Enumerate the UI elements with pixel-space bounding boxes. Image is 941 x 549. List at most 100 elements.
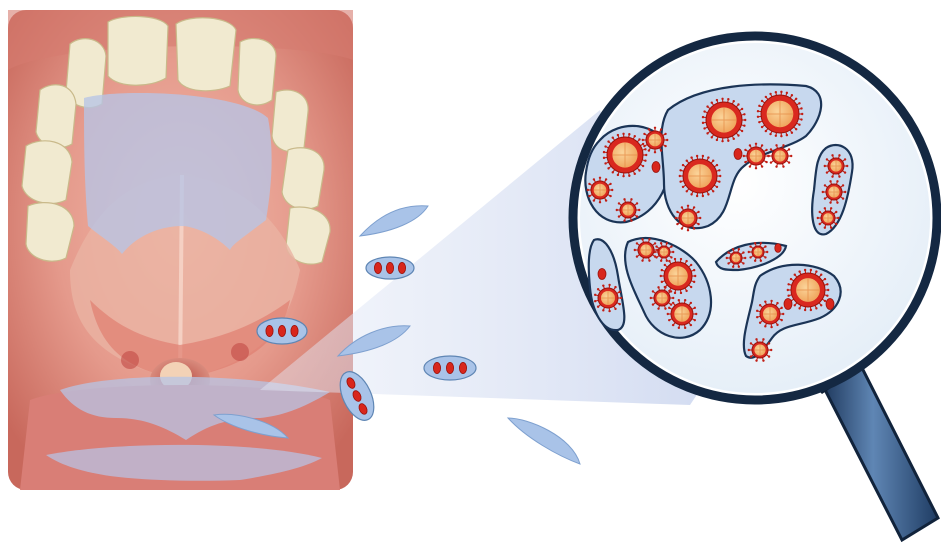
spike-tip: [599, 201, 601, 203]
spike-tip: [679, 180, 681, 182]
spike-tip: [604, 145, 606, 147]
spike-tip: [743, 113, 745, 115]
spike-tip: [757, 110, 759, 112]
spike-tip: [770, 300, 772, 302]
spike-tip: [826, 283, 828, 285]
spike-tip: [800, 107, 802, 109]
spike-tip: [664, 145, 666, 147]
spike-tip: [702, 195, 704, 197]
spike-tip: [666, 139, 668, 141]
spike-tip: [835, 223, 837, 225]
spike-tip: [670, 303, 672, 305]
spike-tip: [755, 167, 757, 169]
spike-tip: [732, 266, 734, 268]
spike-tip: [597, 288, 599, 290]
spike-tip: [761, 100, 763, 102]
spike-tip: [623, 219, 625, 221]
right-tonsil-spot: [231, 343, 249, 361]
spike-tip: [820, 304, 822, 306]
spike-tip: [666, 242, 668, 244]
spike-tip: [607, 167, 609, 169]
spike-tip: [702, 122, 704, 124]
spike-tip: [754, 260, 756, 262]
spike-tip: [786, 92, 788, 94]
spike-tip: [612, 136, 614, 138]
spike-tip: [682, 186, 684, 188]
spike-tip: [697, 223, 699, 225]
spike-tip: [826, 158, 828, 160]
spike-tip: [628, 133, 630, 135]
spike-tip: [743, 125, 745, 127]
spike-tip: [660, 242, 662, 244]
spike-tip: [712, 190, 714, 192]
spike-tip: [612, 171, 614, 173]
spike-tip: [670, 290, 672, 292]
spike-tip: [824, 300, 826, 302]
spike-tip: [817, 217, 819, 219]
spike-tip: [787, 283, 789, 285]
spike-tip: [749, 165, 751, 167]
spike-tip: [616, 209, 618, 211]
spike-tip: [630, 198, 632, 200]
spike-tip: [744, 119, 746, 121]
spike-tip: [641, 238, 643, 240]
spike-tip: [593, 178, 595, 180]
spike-tip: [660, 128, 662, 130]
spike-tip: [588, 183, 590, 185]
spike-tip: [770, 148, 772, 150]
spike-tip: [678, 327, 680, 329]
spike-tip: [628, 175, 630, 177]
spike-tip: [697, 211, 699, 213]
spike-tip: [654, 251, 656, 253]
spike-tip: [716, 99, 718, 101]
spike-tip: [699, 217, 701, 219]
spike-tip: [782, 144, 784, 146]
oral-cavity-illustration: [8, 10, 353, 490]
spike-tip: [844, 171, 846, 173]
spike-tip: [800, 118, 802, 120]
spike-tip: [685, 290, 687, 292]
spike-tip: [611, 189, 613, 191]
spike-tip: [819, 223, 821, 225]
spike-tip: [660, 149, 662, 151]
spike-tip: [824, 227, 826, 229]
spike-tip: [737, 134, 739, 136]
spike-tip: [607, 140, 609, 142]
spike-tip: [643, 133, 645, 135]
spike-tip: [690, 156, 692, 158]
spike-tip: [643, 145, 645, 147]
spike-tip: [602, 284, 604, 286]
spike-tip: [824, 207, 826, 209]
spike-tip: [695, 313, 697, 315]
spike-tip: [711, 136, 713, 138]
droplet: [257, 318, 307, 344]
spike-tip: [609, 195, 611, 197]
spike-tip: [760, 260, 762, 262]
spike-tip: [794, 274, 796, 276]
spike-tip: [711, 101, 713, 103]
spike-tip: [706, 105, 708, 107]
spike-tip: [681, 206, 683, 208]
spike-tip: [830, 227, 832, 229]
spike-tip: [758, 121, 760, 123]
spike-tip: [748, 349, 750, 351]
spike-tip: [703, 127, 705, 129]
spike-tip: [664, 307, 666, 309]
spike-tip: [726, 257, 728, 259]
spike-tip: [718, 180, 720, 182]
spike-tip: [641, 259, 643, 261]
spike-tip: [775, 144, 777, 146]
spike-tip: [594, 294, 596, 296]
spike-tip: [775, 165, 777, 167]
left-tonsil-spot: [121, 351, 139, 369]
spike-tip: [776, 302, 778, 304]
virus-particle: [374, 262, 381, 273]
spike-tip: [826, 294, 828, 296]
spike-tip: [672, 324, 674, 326]
spike-tip: [827, 289, 829, 291]
spike-tip: [652, 290, 654, 292]
spike-tip: [618, 303, 620, 305]
spike-tip: [638, 138, 640, 140]
spike-tip: [737, 103, 739, 105]
